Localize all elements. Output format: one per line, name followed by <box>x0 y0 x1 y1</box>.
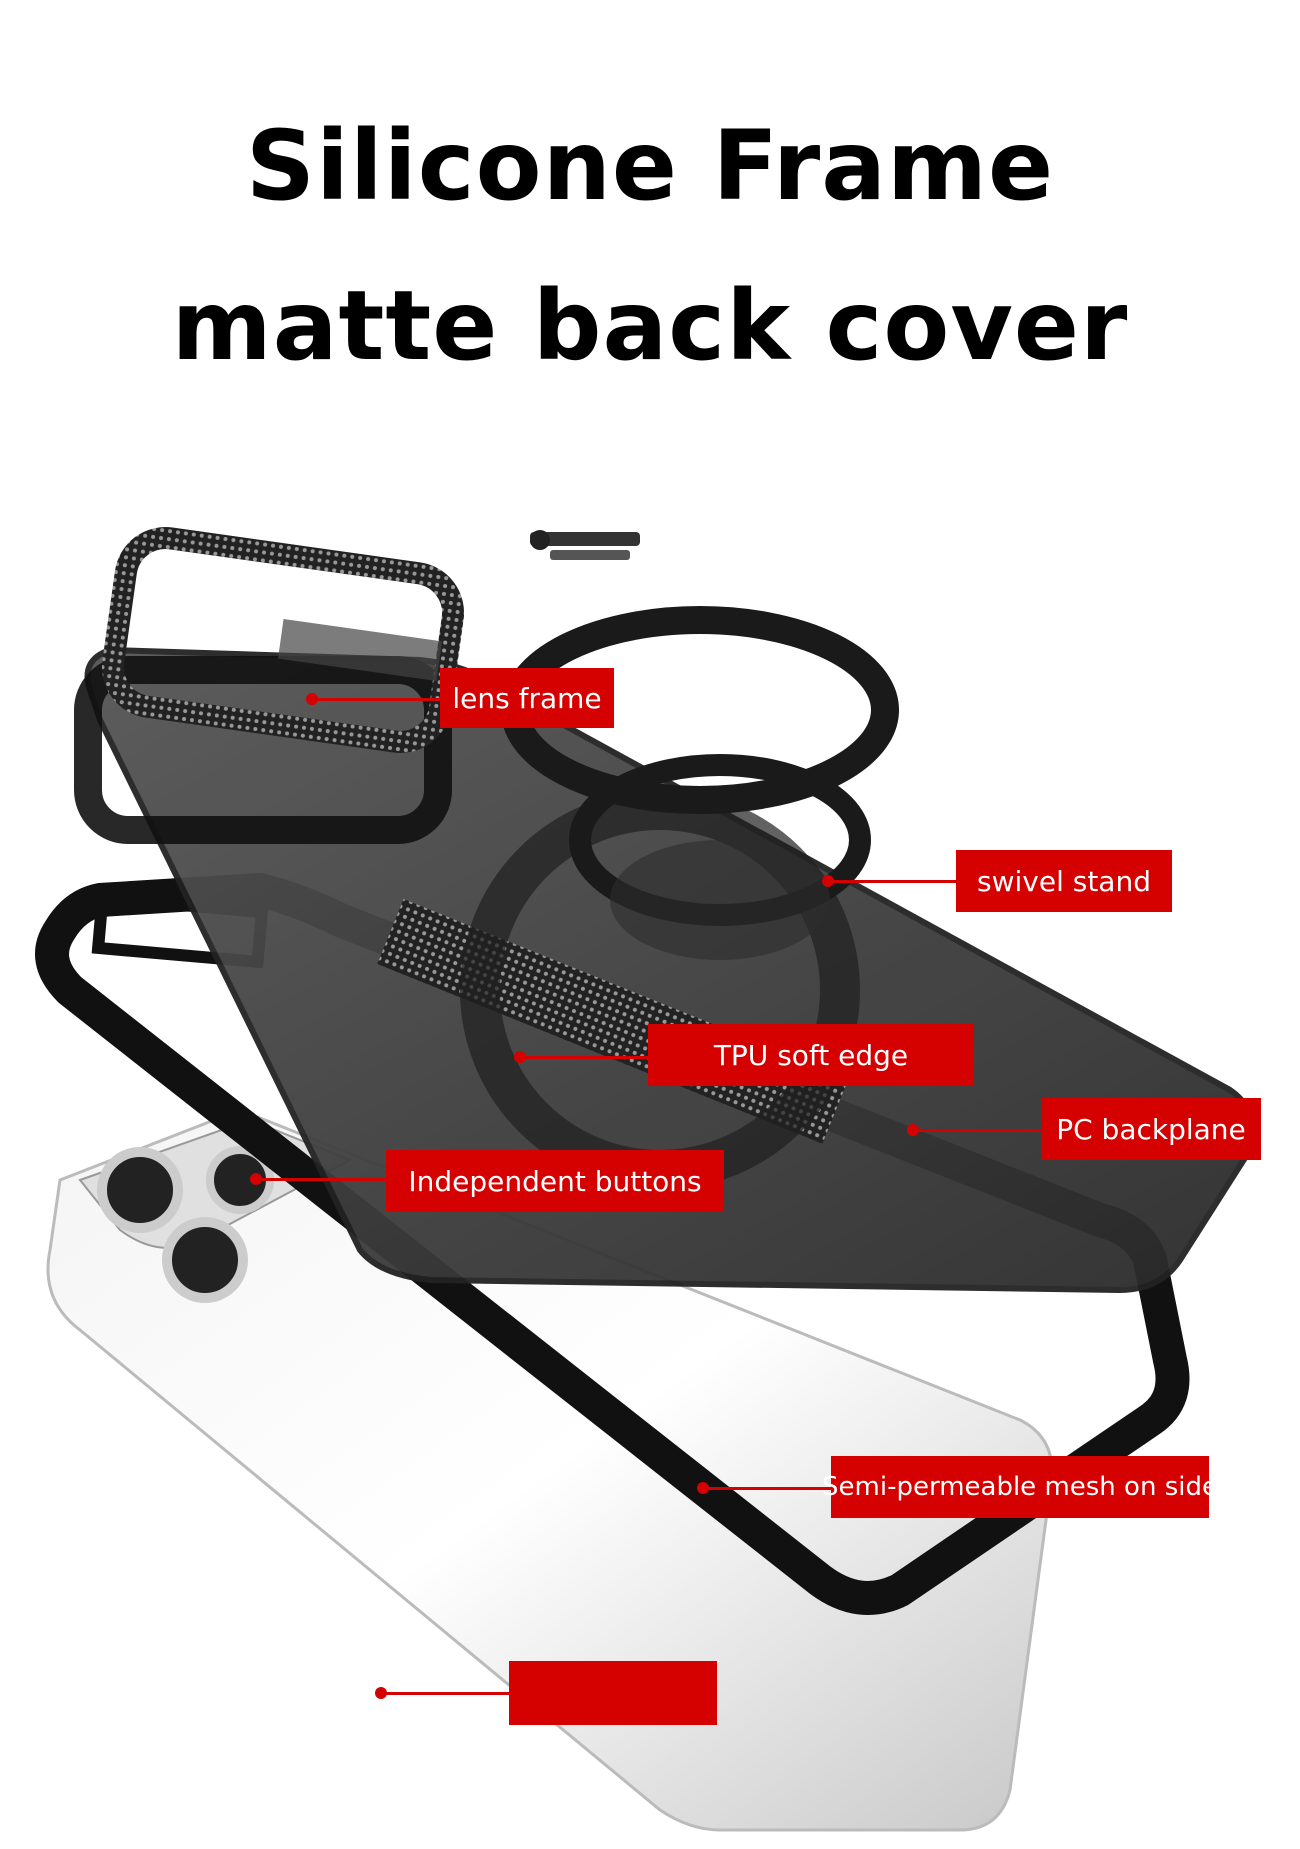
camera-lens-1-icon <box>97 1147 183 1233</box>
callout-semi-permeable-mesh: Semi-permeable mesh on side <box>822 1456 1218 1518</box>
callout-swivel-stand: swivel stand <box>956 850 1172 912</box>
headline-line-1: Silicone Frame <box>245 110 1055 222</box>
callout-leader <box>913 1129 1041 1132</box>
lens-frame <box>101 527 465 753</box>
callout-tpu-soft-edge: TPU soft edge <box>648 1024 974 1086</box>
callout-leader <box>381 1692 509 1695</box>
callout-leader <box>828 880 956 883</box>
camera-lens-2-icon <box>162 1217 248 1303</box>
hinge-pin-icon <box>530 530 640 560</box>
callout-leader <box>256 1178 386 1181</box>
headline-line-2: matte back cover <box>171 270 1129 382</box>
callout-independent-buttons: Independent buttons <box>386 1150 724 1212</box>
callout-blank <box>509 1661 717 1725</box>
callout-lens-frame: lens frame <box>440 668 614 728</box>
callout-leader <box>703 1487 831 1490</box>
callout-leader <box>520 1056 648 1059</box>
callout-pc-backplane: PC backplane <box>1041 1098 1261 1160</box>
callout-leader <box>312 698 440 701</box>
